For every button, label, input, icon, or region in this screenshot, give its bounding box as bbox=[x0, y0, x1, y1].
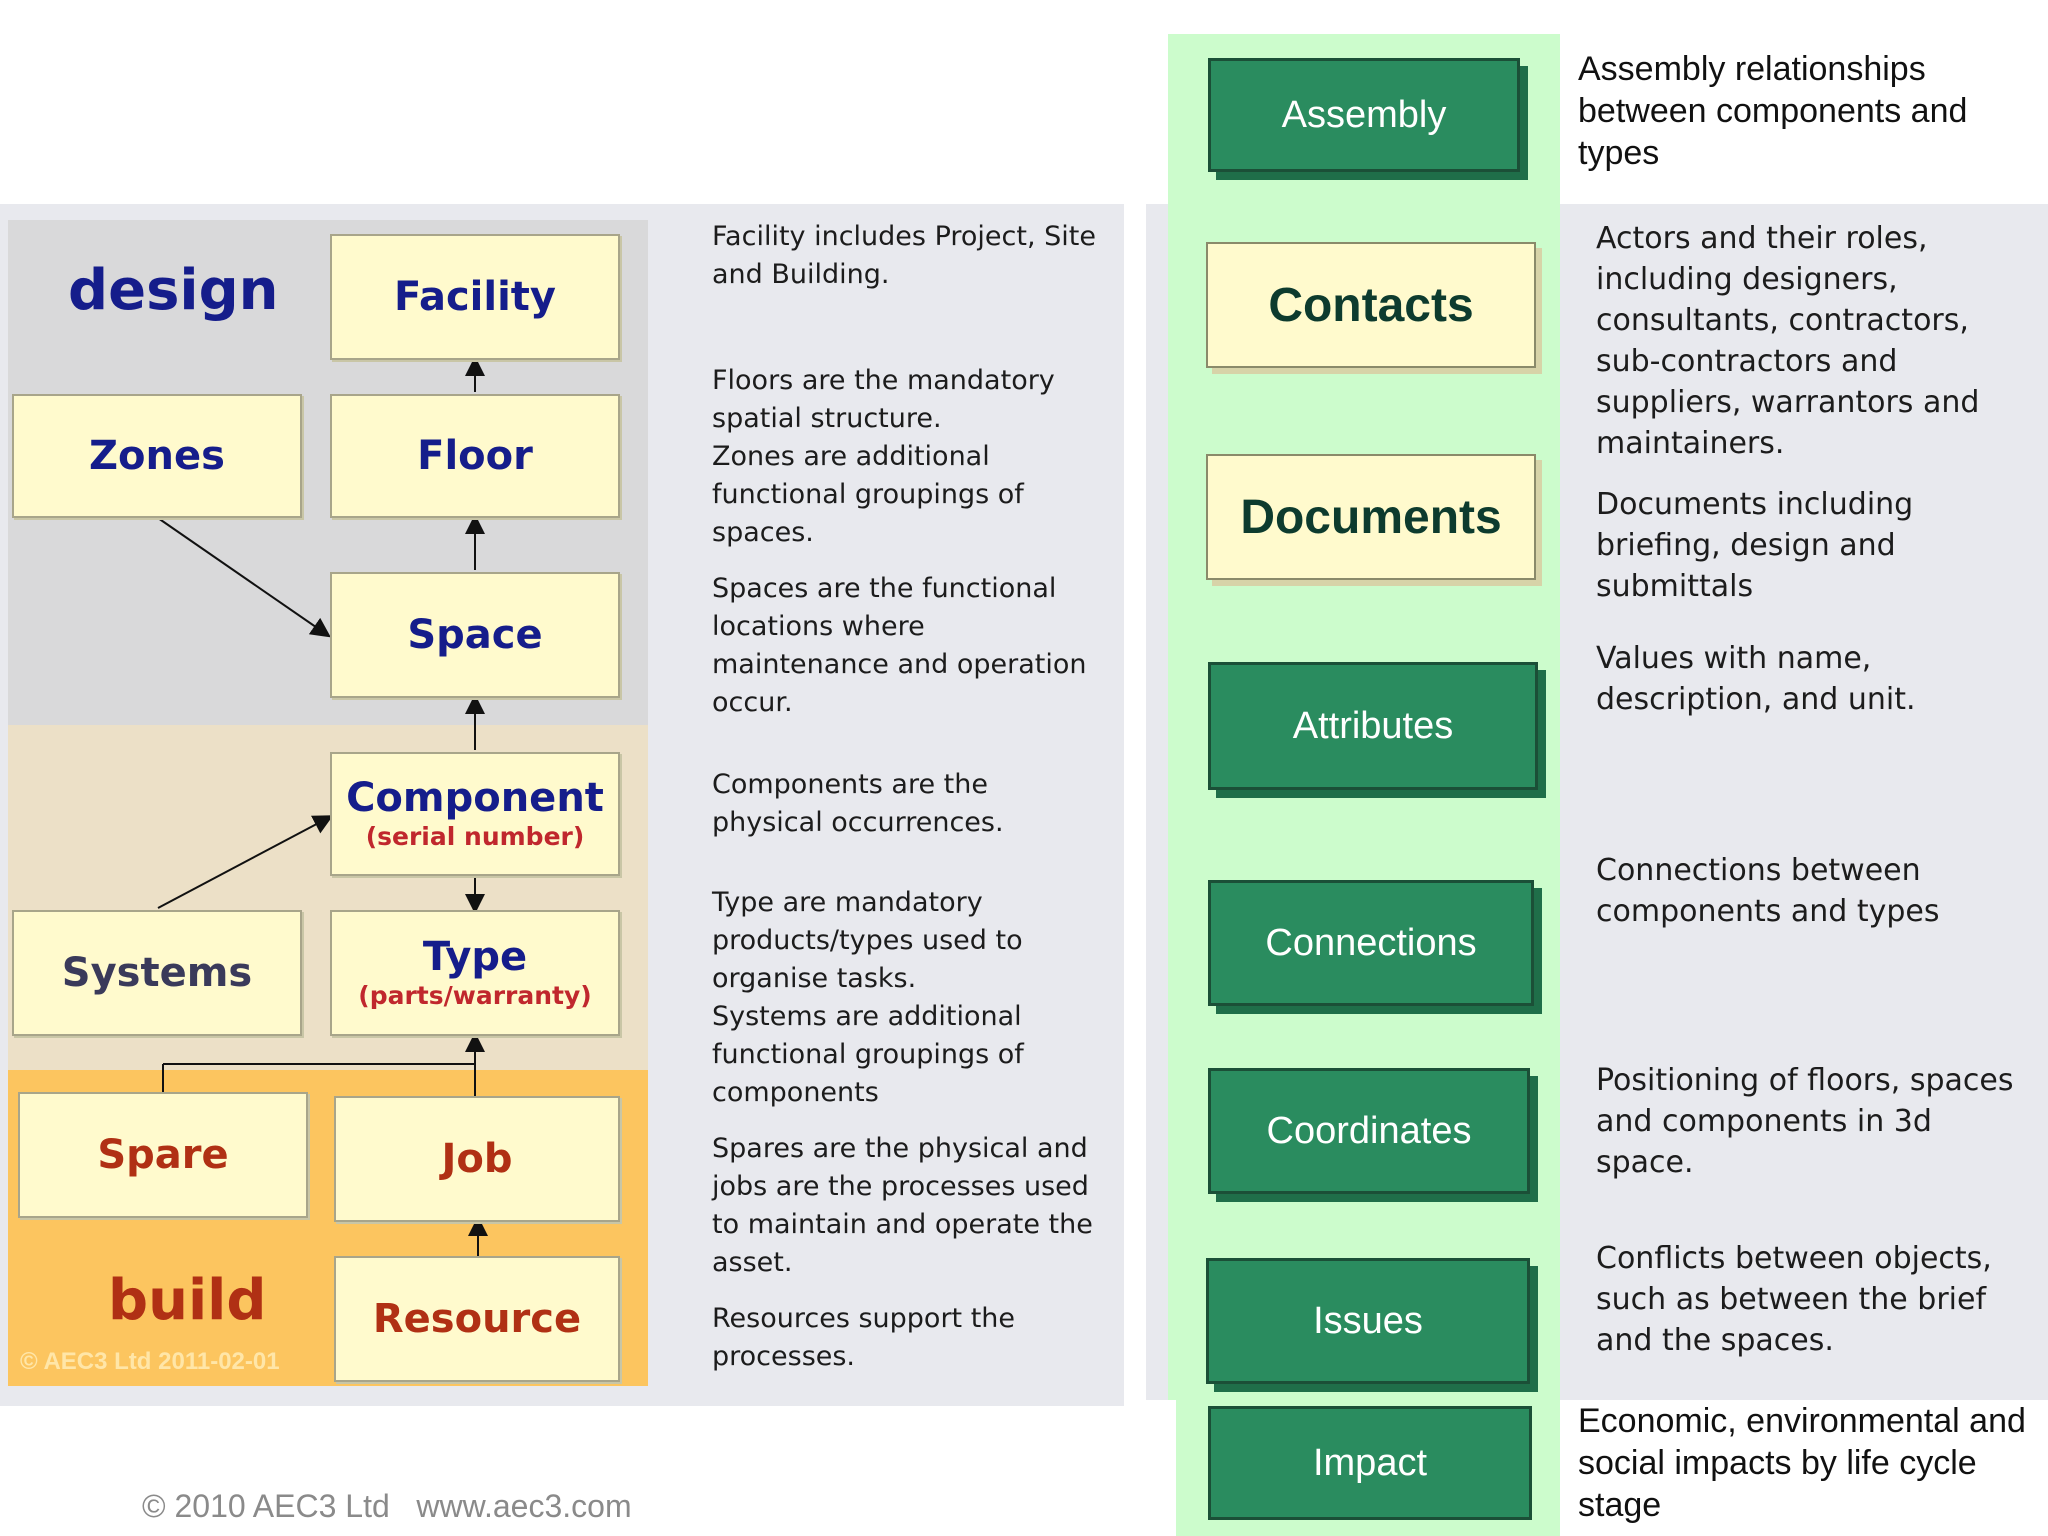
attributes-box: Attributes bbox=[1208, 662, 1538, 790]
resource-box: Resource bbox=[334, 1256, 620, 1382]
impact-box: Impact bbox=[1208, 1406, 1532, 1520]
type-systems-description: Type are mandatory products/types used t… bbox=[692, 872, 1124, 1114]
documents-box: Documents bbox=[1206, 454, 1536, 580]
facility-description: Facility includes Project, Site and Buil… bbox=[692, 206, 1124, 346]
resource-description: Resources support the processes. bbox=[692, 1288, 1124, 1406]
diagram-connectors bbox=[157, 356, 488, 1256]
floor-box: Floor bbox=[330, 394, 620, 518]
component-description: Components are the physical occurrences. bbox=[692, 754, 1124, 868]
zones-to-space-arrow bbox=[157, 517, 331, 638]
contacts-box: Contacts bbox=[1206, 242, 1536, 368]
issues-description: Conflicts between objects, such as betwe… bbox=[1576, 1226, 2042, 1400]
assembly-box: Assembly bbox=[1208, 58, 1520, 172]
design-label: design bbox=[68, 258, 279, 323]
assembly-description: Assembly relationships between component… bbox=[1578, 50, 1968, 172]
attributes-description: Values with name, description, and unit. bbox=[1576, 626, 2042, 834]
job-box: Job bbox=[334, 1096, 620, 1222]
facility-box: Facility bbox=[330, 234, 620, 360]
documents-description: Documents including briefing, design and… bbox=[1576, 472, 2042, 622]
type-box: Type(parts/warranty) bbox=[330, 910, 620, 1036]
systems-box: Systems bbox=[12, 910, 302, 1036]
systems-to-component-arrow bbox=[157, 815, 334, 909]
space-box: Space bbox=[330, 572, 620, 698]
spare-job-description: Spares are the physical and jobs are the… bbox=[692, 1118, 1124, 1284]
coordinates-box: Coordinates bbox=[1208, 1068, 1530, 1194]
connections-box: Connections bbox=[1208, 880, 1534, 1006]
space-description: Spaces are the functional locations wher… bbox=[692, 558, 1124, 750]
spare-box: Spare bbox=[18, 1092, 308, 1218]
watermark: © AEC3 Ltd 2011-02-01 bbox=[20, 1348, 280, 1375]
connections-description: Connections between components and types bbox=[1576, 838, 2042, 1044]
issues-box: Issues bbox=[1206, 1258, 1530, 1384]
zones-box: Zones bbox=[12, 394, 302, 518]
floor-zones-description: Floors are the mandatory spatial structu… bbox=[692, 350, 1124, 554]
contacts-description: Actors and their roles, including design… bbox=[1576, 206, 2042, 468]
component-box: Component(serial number) bbox=[330, 752, 620, 876]
impact-description: Economic, environmental and social impac… bbox=[1578, 1402, 2026, 1524]
build-label: build bbox=[108, 1268, 267, 1333]
footer-copyright: © 2010 AEC3 Ltd www.aec3.com bbox=[142, 1488, 632, 1524]
coordinates-description: Positioning of floors, spaces and compon… bbox=[1576, 1048, 2042, 1222]
